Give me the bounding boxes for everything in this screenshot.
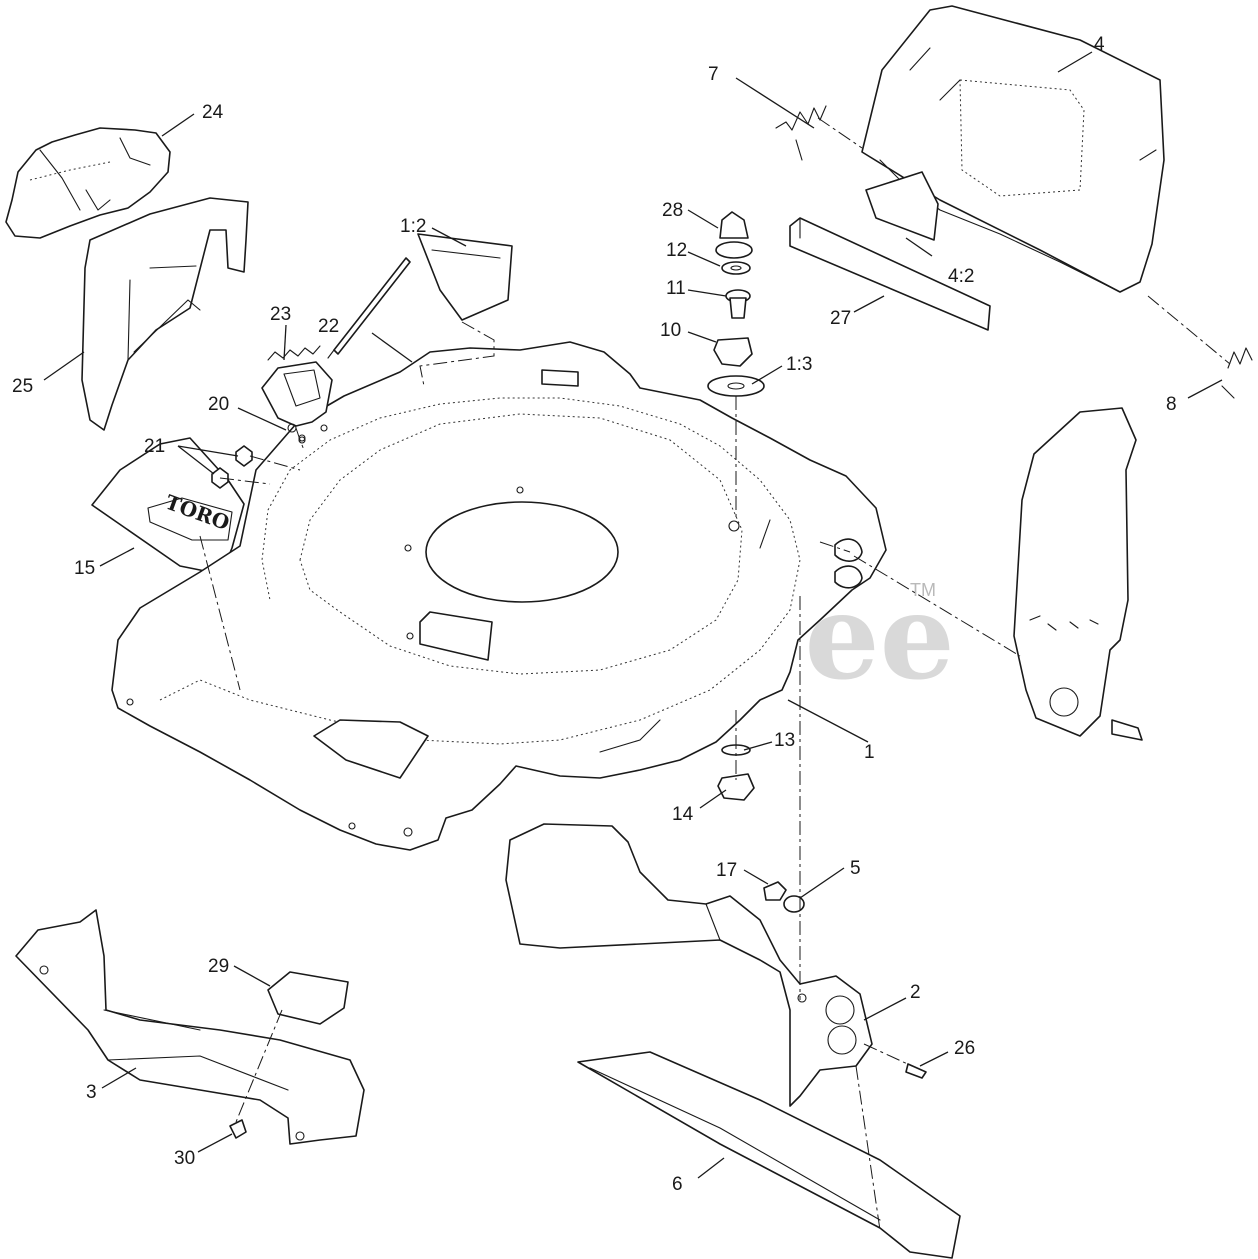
part-1-deck[interactable] bbox=[111, 341, 887, 851]
part-24-cover[interactable] bbox=[5, 127, 171, 239]
part-1-3-washer[interactable] bbox=[707, 375, 765, 397]
part-7-spring[interactable] bbox=[775, 105, 827, 161]
part-30-screw[interactable] bbox=[229, 1119, 247, 1139]
callout-17[interactable]: 17 bbox=[716, 860, 737, 881]
part-10-nut[interactable] bbox=[713, 337, 753, 367]
part-4-door[interactable] bbox=[861, 5, 1165, 293]
callout-5[interactable]: 5 bbox=[850, 858, 861, 879]
part-25-rear-shield[interactable] bbox=[81, 197, 249, 431]
callout-11[interactable]: 11 bbox=[666, 278, 686, 299]
callout-6[interactable]: 6 bbox=[672, 1174, 683, 1195]
part-17-nut[interactable] bbox=[763, 881, 787, 901]
part-4-2-decal[interactable] bbox=[865, 171, 939, 241]
callout-13[interactable]: 13 bbox=[774, 730, 795, 751]
part-27-foam-strip[interactable] bbox=[789, 217, 991, 331]
side-plate[interactable] bbox=[1013, 407, 1143, 741]
callout-3[interactable]: 3 bbox=[86, 1082, 97, 1103]
callout-8[interactable]: 8 bbox=[1166, 394, 1177, 415]
part-29-block[interactable] bbox=[267, 971, 349, 1025]
part-3-rear-flap[interactable] bbox=[15, 909, 365, 1145]
part-21-bolts[interactable] bbox=[211, 445, 253, 489]
callout-labels: 1 1:2 1:3 2 3 4 4:2 5 6 7 8 10 11 12 13 … bbox=[12, 34, 1177, 1195]
callout-26[interactable]: 26 bbox=[954, 1038, 975, 1059]
callout-15[interactable]: 15 bbox=[74, 558, 95, 579]
callout-7[interactable]: 7 bbox=[708, 64, 719, 85]
callout-10[interactable]: 10 bbox=[660, 320, 681, 341]
callout-29[interactable]: 29 bbox=[208, 956, 229, 977]
callout-21[interactable]: 21 bbox=[144, 436, 165, 457]
callout-28[interactable]: 28 bbox=[662, 200, 683, 221]
part-15-logo-plate[interactable]: TORO bbox=[91, 437, 245, 573]
part-26-screw[interactable] bbox=[905, 1063, 927, 1079]
part-22-rod[interactable] bbox=[327, 257, 411, 359]
part-12-washer[interactable] bbox=[721, 261, 751, 275]
callout-20[interactable]: 20 bbox=[208, 394, 229, 415]
part-5-bushing[interactable] bbox=[783, 895, 805, 913]
callout-1-3[interactable]: 1:3 bbox=[786, 354, 812, 375]
watermark-trademark: TM bbox=[910, 580, 936, 600]
callout-4[interactable]: 4 bbox=[1094, 34, 1105, 55]
callout-1-2[interactable]: 1:2 bbox=[400, 216, 426, 237]
callout-30[interactable]: 30 bbox=[174, 1148, 195, 1169]
part-28-knob[interactable] bbox=[715, 211, 753, 259]
callout-14[interactable]: 14 bbox=[672, 804, 694, 825]
callout-27[interactable]: 27 bbox=[830, 308, 851, 329]
callout-4-2[interactable]: 4:2 bbox=[948, 266, 974, 287]
callout-22[interactable]: 22 bbox=[318, 316, 339, 337]
callout-1[interactable]: 1 bbox=[864, 742, 875, 763]
part-8-spring[interactable] bbox=[1221, 347, 1253, 399]
part-14-nut[interactable] bbox=[717, 773, 755, 801]
part-2-discharge-chute[interactable] bbox=[505, 823, 873, 1107]
assembly-dash-lines bbox=[199, 117, 1231, 1231]
callout-2[interactable]: 2 bbox=[910, 982, 921, 1003]
callout-23[interactable]: 23 bbox=[270, 304, 291, 325]
callout-12[interactable]: 12 bbox=[666, 240, 687, 261]
part-11-bolt[interactable] bbox=[725, 289, 751, 319]
part-1-2-decal[interactable] bbox=[417, 233, 513, 321]
part-23-spring[interactable] bbox=[261, 345, 333, 427]
callout-25[interactable]: 25 bbox=[12, 376, 33, 397]
leader-lines bbox=[43, 51, 1223, 1179]
callout-24[interactable]: 24 bbox=[202, 102, 224, 123]
part-6-chute-blade[interactable] bbox=[577, 1051, 961, 1259]
